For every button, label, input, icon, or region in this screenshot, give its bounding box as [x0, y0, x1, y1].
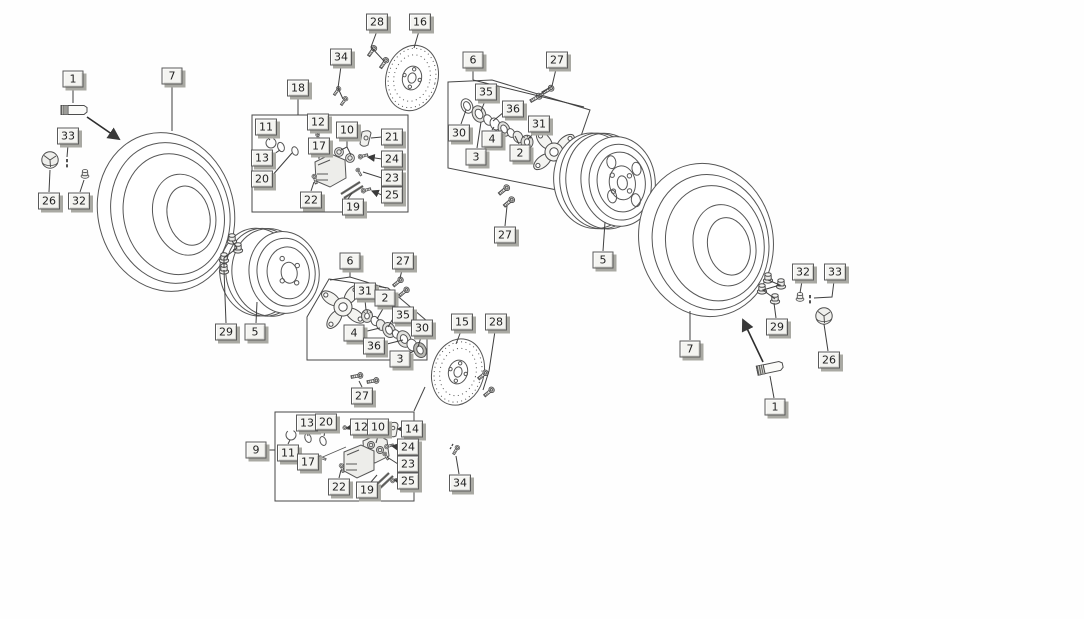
- callout-31-top[interactable]: 31: [528, 115, 550, 133]
- callout-22-top[interactable]: 22: [300, 191, 322, 209]
- callout-11-bottom[interactable]: 11: [277, 444, 299, 462]
- callout-9[interactable]: 9: [245, 441, 267, 459]
- callout-34-bottom[interactable]: 34: [449, 474, 471, 492]
- callout-30-mid[interactable]: 30: [411, 319, 433, 337]
- callout-26-left[interactable]: 26: [38, 192, 60, 210]
- hub-box-6-mid: [306, 278, 428, 361]
- brake-disc-16-drawing: [385, 44, 439, 112]
- callout-6-top[interactable]: 6: [462, 51, 484, 69]
- callout-22-bottom[interactable]: 22: [328, 478, 350, 496]
- callout-21[interactable]: 21: [381, 128, 403, 146]
- callout-34-top[interactable]: 34: [330, 48, 352, 66]
- disc15-connector-line: [413, 386, 426, 412]
- callout-29-right[interactable]: 29: [766, 318, 788, 336]
- callout-1-left[interactable]: 1: [62, 70, 84, 88]
- callout-15[interactable]: 15: [451, 313, 473, 331]
- callout-24-top[interactable]: 24: [381, 150, 403, 168]
- callout-20-top[interactable]: 20: [251, 170, 273, 188]
- callout-25-bottom[interactable]: 25: [397, 472, 419, 490]
- callout-27-bottom[interactable]: 27: [351, 387, 373, 405]
- callout-4-top[interactable]: 4: [481, 130, 503, 148]
- callout-12-bottom[interactable]: 12: [350, 418, 372, 436]
- callout-5-right[interactable]: 5: [592, 251, 614, 269]
- callout-13-top[interactable]: 13: [251, 149, 273, 167]
- left-tire-drawing: [96, 132, 236, 292]
- callout-3-mid[interactable]: 3: [389, 350, 411, 368]
- callout-36-mid[interactable]: 36: [363, 337, 385, 355]
- callout-26-right[interactable]: 26: [818, 351, 840, 369]
- callout-leader-lines: [48, 30, 835, 486]
- arrow-to-left-tire: [86, 116, 121, 141]
- callout-16[interactable]: 16: [409, 13, 431, 31]
- callout-1-right[interactable]: 1: [764, 398, 786, 416]
- callout-19-top[interactable]: 19: [342, 198, 364, 216]
- callout-14[interactable]: 14: [401, 420, 423, 438]
- callout-23-bottom[interactable]: 23: [397, 455, 419, 473]
- callout-31-mid[interactable]: 31: [354, 282, 376, 300]
- callout-33-right[interactable]: 33: [824, 263, 846, 281]
- callout-33-left[interactable]: 33: [57, 127, 79, 145]
- callout-20-bottom[interactable]: 20: [315, 413, 337, 431]
- callout-4-mid[interactable]: 4: [343, 324, 365, 342]
- callout-36-top[interactable]: 36: [502, 100, 524, 118]
- callout-11-top[interactable]: 11: [255, 118, 277, 136]
- right-rim-drawing: [553, 132, 656, 230]
- callout-24-bottom[interactable]: 24: [397, 438, 419, 456]
- callout-2-top[interactable]: 2: [509, 144, 531, 162]
- callout-27-topright[interactable]: 27: [546, 51, 568, 69]
- callout-6-mid[interactable]: 6: [339, 252, 361, 270]
- callout-5-left[interactable]: 5: [244, 323, 266, 341]
- callout-30-top[interactable]: 30: [448, 124, 470, 142]
- left-rim-drawing: [219, 227, 320, 317]
- callout-27-mid[interactable]: 27: [392, 252, 414, 270]
- callout-7-right[interactable]: 7: [679, 340, 701, 358]
- callout-12-top[interactable]: 12: [307, 113, 329, 131]
- callout-35-mid[interactable]: 35: [392, 306, 414, 324]
- callout-32-left[interactable]: 32: [68, 192, 90, 210]
- callout-29-left[interactable]: 29: [215, 323, 237, 341]
- callout-10-top[interactable]: 10: [336, 121, 358, 139]
- callout-19-bottom[interactable]: 19: [356, 481, 378, 499]
- callout-28-top[interactable]: 28: [366, 13, 388, 31]
- callout-27-midright[interactable]: 27: [494, 226, 516, 244]
- right-tire-drawing: [638, 162, 774, 318]
- callout-10-bottom[interactable]: 10: [367, 418, 389, 436]
- callout-35-top[interactable]: 35: [475, 83, 497, 101]
- callout-32-right[interactable]: 32: [792, 263, 814, 281]
- callout-25-top[interactable]: 25: [381, 186, 403, 204]
- brake-disc-15-drawing: [431, 338, 485, 406]
- callout-23-top[interactable]: 23: [381, 169, 403, 187]
- callout-17-top[interactable]: 17: [308, 137, 330, 155]
- callout-28-bottom[interactable]: 28: [485, 313, 507, 331]
- callout-18[interactable]: 18: [287, 79, 309, 97]
- arrow-to-right-tire: [741, 318, 764, 363]
- callout-2-mid[interactable]: 2: [374, 289, 396, 307]
- callout-7-left[interactable]: 7: [161, 67, 183, 85]
- callout-17-bottom[interactable]: 17: [297, 453, 319, 471]
- callout-3-top[interactable]: 3: [465, 148, 487, 166]
